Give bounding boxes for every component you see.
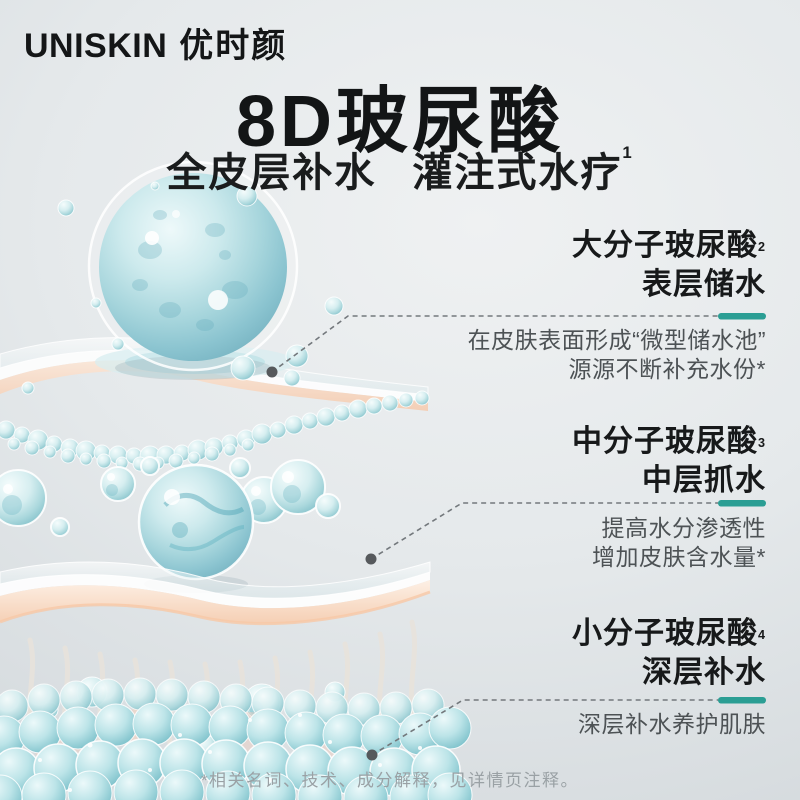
epidermis-bubble-strip [0, 390, 430, 472]
annotation-block-large-molecule: 大分子玻尿酸2 表层储水 [386, 228, 766, 302]
accent-bar-2 [718, 500, 766, 507]
annotation-desc-small-molecule: 深层补水养护肌肤 [366, 710, 766, 739]
subtitle: 全皮层补水灌注式水疗1 [0, 140, 800, 198]
subtitle-right: 灌注式水疗 [412, 151, 623, 195]
desc-line: 增加皮肤含水量* [592, 544, 766, 570]
leader-dot-1 [266, 366, 278, 378]
big-hyaluronic-sphere [87, 160, 299, 380]
brand-logo-cn: 优时颜 [179, 27, 288, 65]
accent-bar-1 [718, 313, 766, 320]
mid-layer-spheres [0, 456, 341, 593]
desc-line: 提高水分渗透性 [601, 515, 766, 541]
annotation-title-text: 中分子玻尿酸 [571, 425, 758, 458]
leader-line-3 [366, 697, 766, 761]
annotation-block-small-molecule: 小分子玻尿酸4 深层补水 [386, 616, 766, 690]
subtitle-superscript: 1 [622, 143, 634, 163]
brand-logo-en: UNISKIN [24, 27, 168, 65]
annotation-title-text: 大分子玻尿酸 [571, 229, 758, 262]
annotation-subtitle: 深层补水 [642, 656, 766, 689]
leader-dot-3 [366, 749, 378, 761]
leader-dot-2 [365, 553, 377, 565]
leader-line-2 [365, 500, 766, 565]
mid-layer-slab [0, 561, 431, 626]
annotation-title-text: 小分子玻尿酸 [571, 617, 758, 650]
epidermis-layer [0, 337, 429, 411]
annotation-title-sup: 2 [757, 240, 766, 255]
annotation-desc-large-molecule: 在皮肤表面形成“微型储水池” 源源不断补充水份* [366, 326, 766, 384]
footnote: *相关名词、技术、成分解释，见详情页注释。 [200, 771, 580, 790]
desc-line: 在皮肤表面形成“微型储水池” [467, 327, 766, 353]
annotation-title: 大分子玻尿酸2 [386, 228, 766, 263]
annotation-title: 中分子玻尿酸3 [386, 424, 766, 459]
leader-line-1 [266, 313, 766, 378]
desc-line: 深层补水养护肌肤 [578, 711, 766, 737]
accent-bar-3 [718, 697, 766, 704]
desc-line: 源源不断补充水份* [568, 356, 766, 382]
annotation-block-medium-molecule: 中分子玻尿酸3 中层抓水 [386, 424, 766, 498]
annotation-title: 小分子玻尿酸4 [386, 616, 766, 651]
annotation-title-sup: 3 [757, 436, 766, 451]
annotation-title-sup: 4 [757, 628, 766, 643]
annotation-subtitle: 中层抓水 [642, 464, 766, 497]
floating-droplets-top [21, 181, 344, 395]
annotation-desc-medium-molecule: 提高水分渗透性 增加皮肤含水量* [366, 514, 766, 572]
deep-bubble-cluster [0, 677, 473, 800]
annotation-subtitle: 表层储水 [642, 268, 766, 301]
main-title: 8D玻尿酸 [235, 82, 565, 162]
brand-logo: UNISKIN 优时颜 [24, 18, 287, 67]
subtitle-left: 全皮层补水 [166, 151, 377, 195]
